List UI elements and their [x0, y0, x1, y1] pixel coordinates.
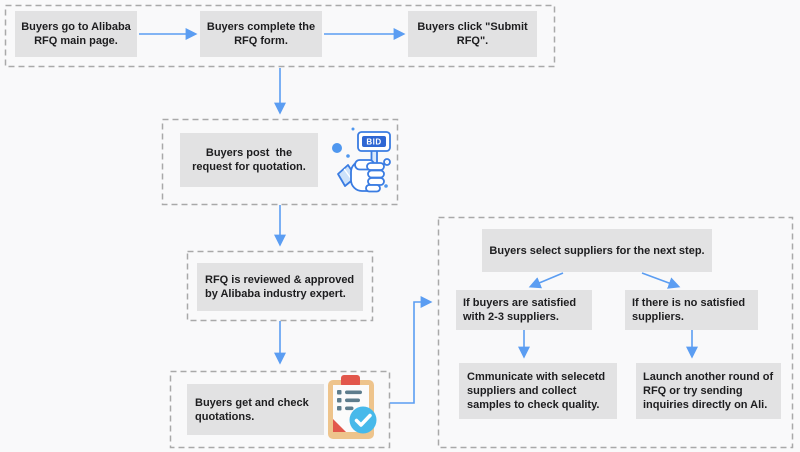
step-box-post-request: Buyers post the request for quotation.: [180, 133, 318, 187]
branch-condition: If buyers are satisfied with 2-3 supplie…: [463, 297, 577, 323]
arrow-select-unsatisfied: [641, 272, 681, 289]
step-box-submit-rfq: Buyers click "Submit RFQ".: [408, 11, 537, 57]
clipboard-check-icon: [328, 375, 377, 439]
action-box-relaunch: Launch another round of RFQ or try sendi…: [636, 363, 781, 419]
step-box-select-suppliers: Buyers select suppliers for the next ste…: [482, 229, 712, 272]
step-label: Buyers click "Submit RFQ".: [417, 21, 528, 47]
branch-action: Cmmunicate with selecetd suppliers and c…: [467, 371, 606, 411]
action-box-communicate: Cmmunicate with selecetd suppliers and c…: [459, 363, 617, 419]
step-box-main-page: Buyers go to Alibaba RFQ main page.: [15, 11, 137, 57]
check-mark: [354, 413, 372, 427]
step-box-complete-form: Buyers complete the RFQ form.: [200, 11, 322, 57]
step-label: RFQ is reviewed & approved by Alibaba in…: [205, 274, 355, 300]
step-label: Buyers go to Alibaba RFQ main page.: [21, 21, 131, 47]
step-label: Buyers post the request for quotation.: [192, 147, 306, 173]
step-box-review: RFQ is reviewed & approved by Alibaba in…: [197, 263, 363, 311]
arrow-quotes-select: [390, 296, 433, 404]
step-label: Buyers select suppliers for the next ste…: [489, 244, 705, 257]
branch-condition: If there is no satisfied suppliers.: [632, 297, 746, 323]
arrow-select-satisfied: [528, 272, 564, 289]
step-box-get-quotations: Buyers get and check quotations.: [187, 384, 324, 435]
branch-box-unsatisfied: If there is no satisfied suppliers.: [625, 290, 758, 330]
bid-sign-label: BID: [366, 138, 381, 147]
step-label: Buyers complete the RFQ form.: [206, 21, 316, 47]
step-label: Buyers get and check quotations.: [195, 396, 309, 423]
branch-box-satisfied: If buyers are satisfied with 2-3 supplie…: [456, 290, 592, 330]
branch-action: Launch another round of RFQ or try sendi…: [643, 371, 774, 411]
bid-hand-icon: BID: [332, 127, 391, 193]
